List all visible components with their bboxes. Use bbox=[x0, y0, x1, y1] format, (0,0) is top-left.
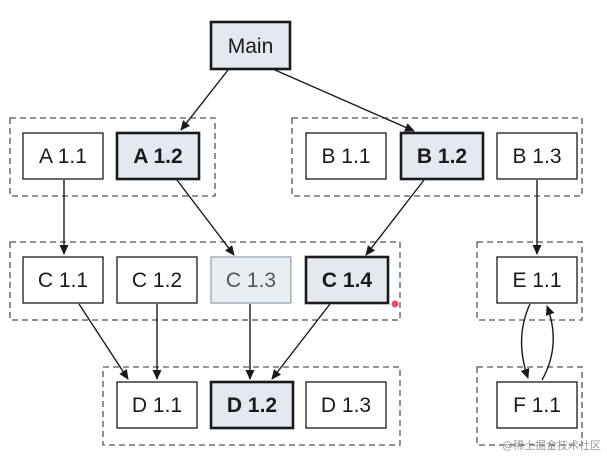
node-f11-label: F 1.1 bbox=[513, 394, 561, 417]
node-a11-label: A 1.1 bbox=[39, 145, 87, 168]
edge-c11-d11 bbox=[78, 303, 129, 380]
node-a12-label: A 1.2 bbox=[133, 145, 182, 168]
node-c12: C 1.2 bbox=[116, 256, 198, 304]
node-d13-label: D 1.3 bbox=[321, 394, 371, 417]
node-b11: B 1.1 bbox=[305, 132, 387, 180]
node-c13-label: C 1.3 bbox=[226, 269, 276, 292]
group-f bbox=[476, 366, 583, 446]
node-b13: B 1.3 bbox=[496, 132, 578, 180]
node-b11-label: B 1.1 bbox=[321, 145, 370, 168]
edge-main-b12 bbox=[274, 69, 415, 132]
node-a12: A 1.2 bbox=[115, 131, 201, 181]
node-d12-label: D 1.2 bbox=[227, 394, 277, 417]
node-c11: C 1.1 bbox=[22, 256, 104, 304]
node-d13: D 1.3 bbox=[305, 381, 387, 429]
group-c bbox=[9, 241, 401, 321]
edge-c14-d12 bbox=[271, 303, 331, 380]
group-e bbox=[476, 241, 583, 321]
edge-main-a12 bbox=[180, 69, 229, 131]
node-e11-label: E 1.1 bbox=[512, 269, 561, 292]
node-f11: F 1.1 bbox=[496, 381, 578, 429]
edge-e11-f11 bbox=[520, 303, 531, 379]
node-d12: D 1.2 bbox=[209, 380, 295, 430]
node-a11: A 1.1 bbox=[22, 132, 104, 180]
node-d11: D 1.1 bbox=[116, 381, 198, 429]
node-c14-label: C 1.4 bbox=[322, 269, 373, 292]
group-a bbox=[9, 117, 216, 197]
edges bbox=[59, 69, 555, 381]
node-d11-label: D 1.1 bbox=[132, 394, 182, 417]
node-b12: B 1.2 bbox=[399, 131, 485, 181]
group-b bbox=[291, 117, 583, 197]
node-b13-label: B 1.3 bbox=[512, 145, 561, 168]
edge-a12-c13 bbox=[176, 179, 235, 256]
node-c12-label: C 1.2 bbox=[132, 269, 182, 292]
edge-f11-e11 bbox=[541, 305, 555, 381]
node-main: Main bbox=[209, 20, 292, 71]
watermark: @稀土掘金技术社区 bbox=[502, 438, 601, 452]
group-d bbox=[102, 366, 401, 446]
node-c13: C 1.3 bbox=[210, 256, 292, 304]
cursor-marker bbox=[391, 300, 399, 308]
node-c11-label: C 1.1 bbox=[38, 269, 88, 292]
node-e11: E 1.1 bbox=[496, 256, 578, 304]
node-main-label: Main bbox=[228, 35, 274, 58]
node-c14: C 1.4 bbox=[304, 255, 390, 305]
node-b12-label: B 1.2 bbox=[417, 145, 467, 168]
edge-b12-c14 bbox=[365, 179, 425, 256]
